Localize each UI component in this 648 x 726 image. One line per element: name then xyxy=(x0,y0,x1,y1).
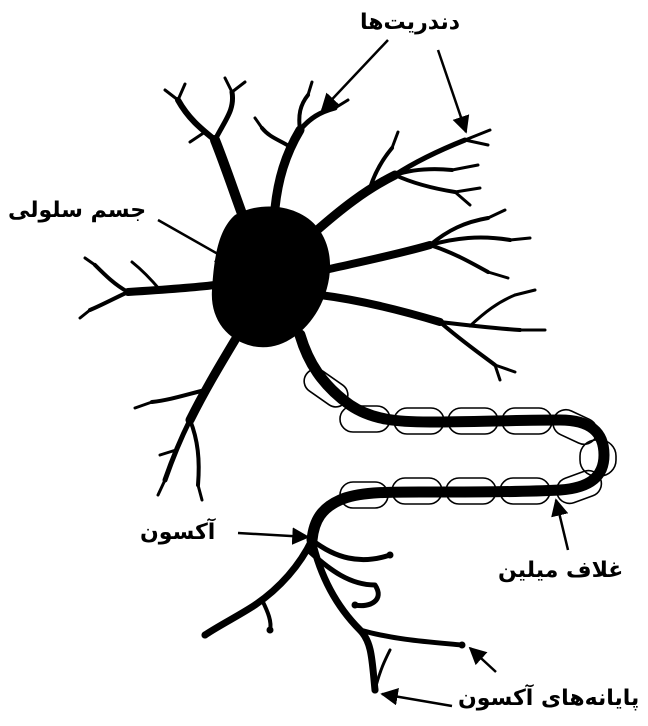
myelin-sheath-label: غلاف میلین xyxy=(498,560,623,582)
dendrites-label: دندریت‌ها xyxy=(360,12,460,34)
axon-arrow xyxy=(238,533,308,537)
myelin-arrow xyxy=(556,500,568,550)
cell-body-label: جسم سلولی xyxy=(8,200,146,222)
dendrites-arrow-left xyxy=(322,40,388,110)
terminal-arrow-bottom xyxy=(382,694,452,706)
cell-body xyxy=(212,206,330,347)
axon-label: آکسون xyxy=(140,522,215,544)
terminal-arrow-top xyxy=(470,648,496,672)
axon-terminals-label: پایانه‌های آکسون xyxy=(458,688,639,710)
axon-terminals xyxy=(202,540,465,693)
dendrites-arrow-right xyxy=(438,50,466,132)
